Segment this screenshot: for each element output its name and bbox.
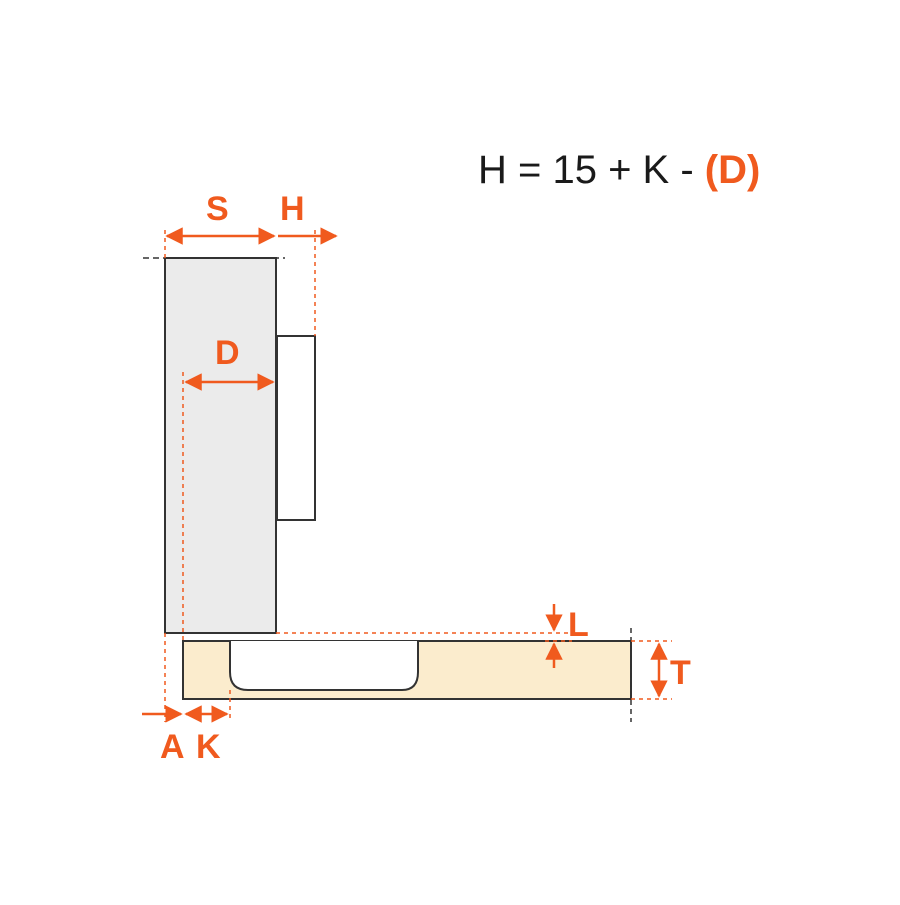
formula-highlight: (D) — [704, 148, 761, 192]
label-t: T — [670, 654, 691, 692]
label-h: H — [280, 190, 305, 228]
hinge-plate — [276, 335, 316, 521]
hinge-formula: H = 15 + K - (D) — [478, 150, 760, 190]
hinge-cup-recess — [229, 641, 419, 691]
formula-text: H = 15 + K - — [478, 148, 705, 192]
door-panel — [164, 257, 277, 634]
label-s: S — [206, 190, 229, 228]
label-d: D — [215, 334, 240, 372]
label-l: L — [568, 606, 589, 644]
label-a: A — [160, 728, 185, 766]
label-k: K — [196, 728, 221, 766]
